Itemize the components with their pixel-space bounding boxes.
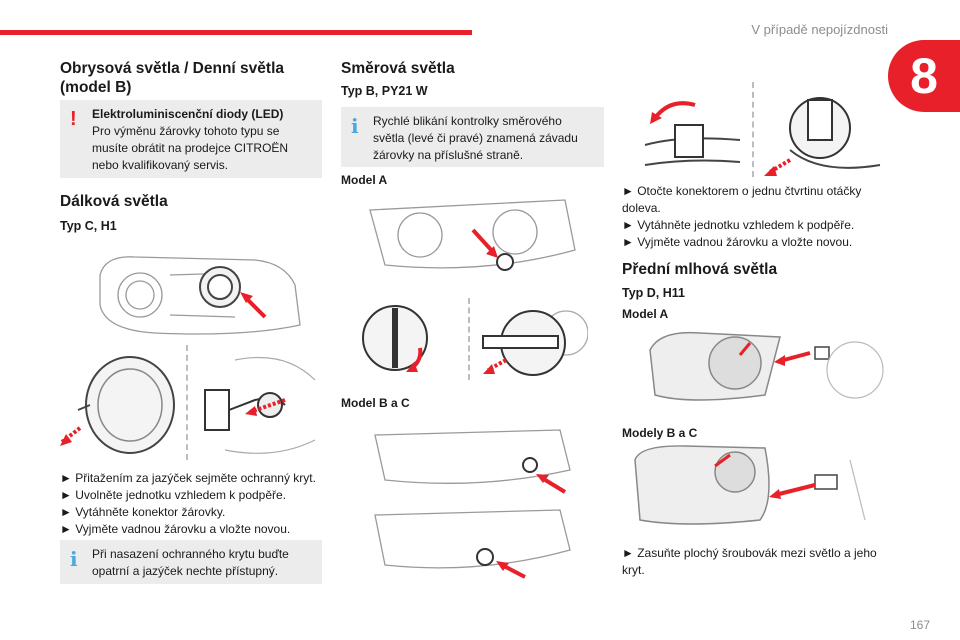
heading-fog-lights: Přední mlhová světla xyxy=(622,261,778,278)
high-beam-connector-illustration xyxy=(204,357,316,454)
step-item: Vytáhněte konektor žárovky. xyxy=(60,504,325,521)
fog-steps: Zasuňte plochý šroubovák mezi světlo a j… xyxy=(622,545,887,579)
illustration-divider xyxy=(468,298,470,380)
step-item: Otočte konektorem o jednu čtvrtinu otáčk… xyxy=(622,183,887,217)
info-note-cover: i Při nasazení ochranného krytu buďte op… xyxy=(60,540,322,584)
info-text: Rychlé blikání kontrolky směrového světl… xyxy=(373,114,578,162)
info-icon: i xyxy=(70,547,78,571)
heading-outline-lights: Obrysová světla / Denní světla (model B) xyxy=(60,60,284,96)
step-item: Uvolněte jednotku vzhledem k podpěře. xyxy=(60,487,325,504)
unit-pull-illustration xyxy=(764,97,881,176)
heading-high-beam: Dálková světla xyxy=(60,193,168,210)
warning-title: Elektroluminiscenční diody (LED) xyxy=(92,107,284,121)
step-item: Přitažením za jazýček sejměte ochranný k… xyxy=(60,470,325,487)
warning-text: Pro výměnu žárovky tohoto typu se musíte… xyxy=(92,124,289,172)
type-fog-lights: Typ D, H11 xyxy=(622,286,685,300)
label-model-a: Model A xyxy=(341,173,388,187)
info-icon: i xyxy=(351,114,359,138)
info-text: Při nasazení ochranného krytu buďte opat… xyxy=(92,547,289,578)
type-high-beam: Typ C, H1 xyxy=(60,219,117,233)
turn-signal-model-bc-housing-2 xyxy=(374,509,571,579)
turn-signal-removal-illustration xyxy=(482,310,588,376)
illustration-divider xyxy=(752,82,754,177)
high-beam-steps: Přitažením za jazýček sejměte ochranný k… xyxy=(60,470,325,538)
chapter-badge: 8 xyxy=(888,40,960,112)
high-beam-cover-illustration xyxy=(60,356,175,454)
turn-signal-model-a-housing xyxy=(369,199,576,271)
chapter-title: V případě nepojízdnosti xyxy=(751,22,888,37)
connector-rotate-illustration xyxy=(644,101,741,166)
step-item: Vyjměte vadnou žárovku a vložte novou. xyxy=(60,521,325,538)
warning-note: ! Elektroluminiscenční diody (LED) Pro v… xyxy=(60,100,322,178)
top-accent-bar xyxy=(0,30,472,35)
turn-signal-cap-illustration xyxy=(362,305,428,372)
label-fog-model-bc: Modely B a C xyxy=(622,426,698,440)
label-fog-model-a: Model A xyxy=(622,307,669,321)
heading-turn-signals: Směrová světla xyxy=(341,60,455,77)
turn-signal-model-bc-housing-1 xyxy=(374,429,571,494)
fog-light-model-a-illustration xyxy=(649,331,884,401)
warning-icon: ! xyxy=(70,108,77,130)
step-item: Vyjměte vadnou žárovku a vložte novou. xyxy=(622,234,887,251)
connector-steps: Otočte konektorem o jednu čtvrtinu otáčk… xyxy=(622,183,887,251)
high-beam-housing-illustration xyxy=(99,256,301,335)
page-number: 167 xyxy=(909,618,930,632)
illustration-divider xyxy=(186,345,188,460)
step-item: Zasuňte plochý šroubovák mezi světlo a j… xyxy=(622,545,887,579)
step-item: Vytáhněte jednotku vzhledem k podpěře. xyxy=(622,217,887,234)
label-model-bc: Model B a C xyxy=(341,396,410,410)
info-note-turn: i Rychlé blikání kontrolky směrového svě… xyxy=(341,107,604,167)
type-turn-signals: Typ B, PY21 W xyxy=(341,84,428,98)
fog-light-model-bc-illustration xyxy=(634,445,866,525)
